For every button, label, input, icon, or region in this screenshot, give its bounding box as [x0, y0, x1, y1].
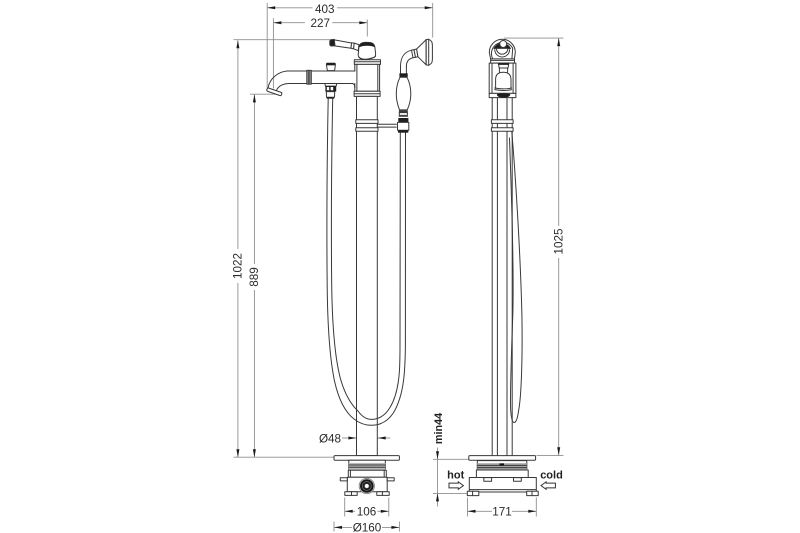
svg-text:Ø160: Ø160 [353, 521, 382, 533]
svg-text:min44: min44 [433, 413, 445, 444]
svg-text:403: 403 [315, 3, 335, 16]
svg-text:Ø48: Ø48 [319, 432, 341, 445]
svg-text:hot: hot [447, 470, 464, 482]
svg-text:106: 106 [357, 506, 377, 519]
svg-text:227: 227 [311, 17, 331, 30]
svg-text:cold: cold [540, 470, 563, 482]
svg-text:889: 889 [248, 267, 261, 287]
svg-text:1025: 1025 [552, 228, 565, 255]
svg-text:171: 171 [492, 506, 512, 519]
svg-text:1022: 1022 [232, 253, 245, 279]
